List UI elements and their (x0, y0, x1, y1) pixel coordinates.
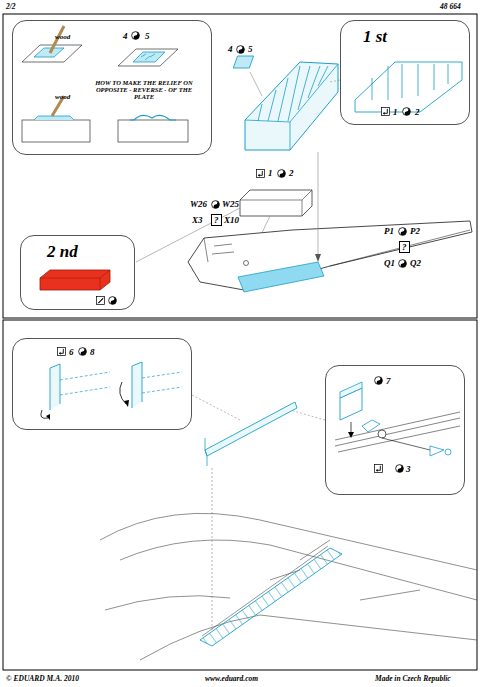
page-number: 2/2 (6, 2, 16, 11)
origin-note: Made in Czech Republic (375, 674, 451, 683)
callout-number: 4 (123, 31, 128, 41)
website: www.eduard.com (205, 674, 258, 683)
material-label: wood (55, 93, 70, 101)
unknown-mark: ? (211, 214, 222, 226)
part-number: X3 (192, 215, 203, 225)
step-callout: 2 nd (20, 235, 135, 310)
callout-number: 8 (90, 347, 95, 357)
part-number: P2 (410, 226, 420, 236)
callout-number: 2 (415, 107, 420, 117)
part-number: 4 (228, 44, 233, 54)
step-label: 1 st (363, 27, 387, 47)
note-text: HOW TO MAKE THE RELIEF ON OPPOSITE - REV… (89, 79, 199, 100)
set-number: 48 664 (440, 2, 461, 11)
callout-number: 7 (386, 376, 391, 386)
unknown-mark: ? (399, 241, 410, 253)
step-callout: 1 st 1 2 (340, 20, 470, 125)
detail-callout: 73 (325, 365, 465, 495)
step-label: 2 nd (47, 242, 78, 262)
part-number: P1 (384, 226, 394, 236)
callout-number: 6 (69, 347, 74, 357)
callout-number: 5 (145, 31, 150, 41)
material-label: wood (55, 33, 70, 41)
part-number: Q2 (410, 258, 421, 268)
part-number: 5 (248, 44, 253, 54)
part-number: 1 (268, 168, 273, 178)
part-number: W25 (222, 199, 239, 209)
part-number: 2 (289, 168, 294, 178)
callout-number: 3 (406, 464, 411, 474)
callout-number: 1 (393, 107, 398, 117)
part-number: Q1 (384, 258, 395, 268)
detail-callout: 68 (12, 338, 192, 430)
howto-callout: wood wood 4 5HOW TO MAKE THE RELIEF ON OPPO… (12, 20, 212, 155)
part-number: W26 (190, 199, 207, 209)
copyright: © EDUARD M.A. 2010 (6, 674, 79, 683)
part-number: X10 (224, 215, 239, 225)
